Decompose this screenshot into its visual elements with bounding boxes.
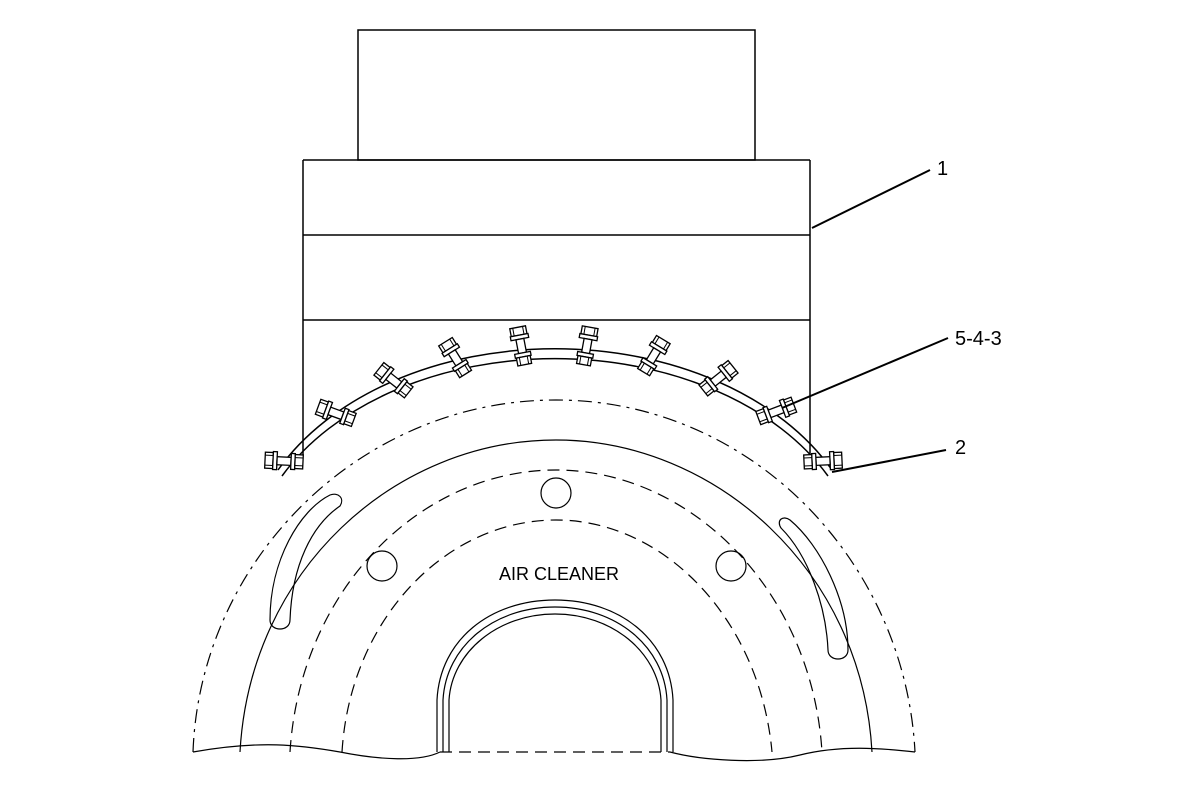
bolt: [437, 336, 473, 379]
bolt: [698, 359, 739, 397]
callout-2: 2: [955, 437, 966, 459]
bolt: [803, 450, 844, 471]
center-bore: [436, 599, 674, 752]
callout-5-4-3: 5-4-3: [955, 328, 1002, 350]
bolt: [575, 325, 599, 367]
upper-housing: [357, 29, 756, 161]
callout-1: 1: [937, 158, 948, 180]
clamp-band: [277, 348, 833, 477]
bolt: [372, 361, 414, 399]
mounting-holes: [366, 477, 747, 582]
bottom-break-line: [192, 744, 916, 762]
air-cleaner-body: [192, 399, 916, 762]
bolt: [314, 398, 358, 428]
air-cleaner-label: AIR CLEANER: [499, 564, 619, 584]
bolt: [263, 450, 304, 471]
leader-lines: [781, 169, 949, 473]
main-housing: [302, 159, 811, 455]
bolt-group: [263, 325, 844, 471]
mounting-slots: [269, 493, 849, 660]
bolt: [508, 325, 533, 367]
bolt: [754, 396, 798, 426]
bolt: [636, 334, 672, 377]
